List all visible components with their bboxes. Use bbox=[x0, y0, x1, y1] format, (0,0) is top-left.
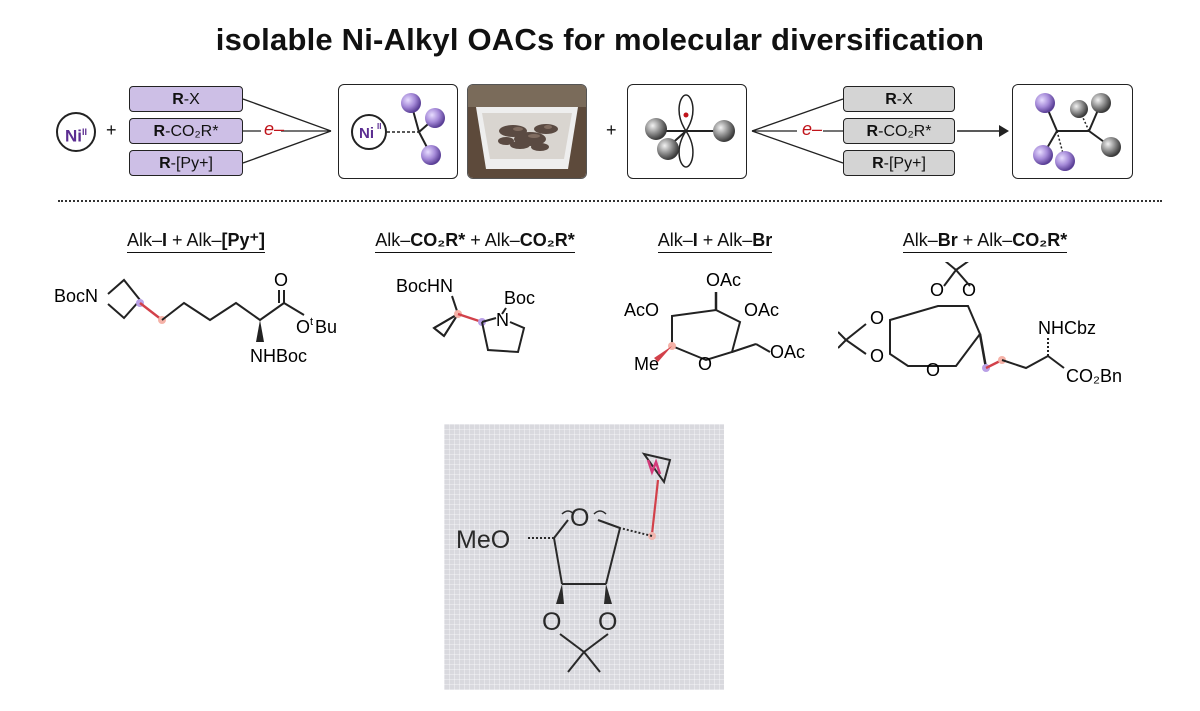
reagent-text: -[Py+] bbox=[170, 155, 213, 172]
example-label-3: Alk–I + Alk–Br bbox=[630, 230, 800, 253]
reagent-r: R bbox=[153, 123, 166, 140]
reagent-r: R bbox=[885, 91, 897, 108]
reagent-box-rpy: R-[Py+] bbox=[129, 150, 243, 176]
mol3-oac-far: OAc bbox=[770, 342, 805, 362]
label-part-bold: CO₂R* bbox=[410, 230, 466, 250]
handdrawn-molecule-photo: MeO O O O bbox=[444, 424, 724, 690]
reagent-text: -X bbox=[183, 91, 200, 108]
mol3-oac-right: OAc bbox=[744, 300, 779, 320]
reagent-box-rx-2: R-X bbox=[843, 86, 955, 112]
label-part: Alk– bbox=[375, 230, 411, 250]
molecule-4-structure: O O O O O NHCbz CO₂Bn bbox=[838, 262, 1122, 386]
label-part-bold: I bbox=[161, 230, 167, 250]
label-part: + Alk– bbox=[957, 230, 1013, 250]
mol4-co2bn: CO₂Bn bbox=[1066, 366, 1122, 386]
label-part-bold: I bbox=[692, 230, 698, 250]
ni-ii-circle: NiII bbox=[56, 112, 96, 152]
label-part: Alk– bbox=[126, 230, 162, 250]
label-part-bold: [Py⁺] bbox=[221, 230, 266, 250]
label-part: + Alk– bbox=[697, 230, 753, 250]
plus-sign: + bbox=[106, 120, 117, 140]
example-label-1: Alk–I + Alk–[Py⁺] bbox=[106, 230, 286, 253]
reagent-r: R bbox=[159, 155, 171, 172]
molecule-1-structure: BocN O O t Bu NHBoc bbox=[54, 270, 337, 366]
mol3-me: Me bbox=[634, 354, 659, 374]
section-divider bbox=[58, 200, 1162, 202]
ni-oxidation: II bbox=[81, 127, 87, 137]
label-part-bold: CO₂R* bbox=[1012, 230, 1068, 250]
mol4-nhcbz: NHCbz bbox=[1038, 318, 1096, 338]
electron-left: e– bbox=[264, 119, 285, 139]
label-part-bold: Br bbox=[937, 230, 958, 250]
mol3-aco: AcO bbox=[624, 300, 659, 320]
mol1-o: O bbox=[274, 270, 288, 290]
mol5-meo: MeO bbox=[456, 526, 510, 554]
example-label-2: Alk–CO₂R* + Alk–CO₂R* bbox=[350, 230, 600, 253]
reagent-box-rpy-2: R-[Py+] bbox=[843, 150, 955, 176]
reaction-arrow bbox=[957, 125, 1009, 137]
converge-lines-right bbox=[751, 98, 844, 164]
mol1-nhboc: NHBoc bbox=[250, 346, 307, 366]
reagent-text: -[Py+] bbox=[883, 155, 926, 172]
ni-alkyl-illustration: Ni II bbox=[351, 93, 445, 165]
molecule-2-structure: BocHN Boc N bbox=[396, 276, 535, 354]
mol5-o-left: O bbox=[542, 608, 561, 636]
label-part: Alk– bbox=[902, 230, 938, 250]
label-part: Alk– bbox=[657, 230, 693, 250]
cross-product-illustration bbox=[1033, 93, 1121, 171]
svg-text:Ni: Ni bbox=[359, 125, 374, 142]
ni-alkyl-panel: Ni II bbox=[338, 84, 458, 179]
label-part: + Alk– bbox=[465, 230, 520, 250]
reagent-box-rco2r-2: R-CO₂R* bbox=[843, 118, 955, 144]
mol5-o-right: O bbox=[598, 608, 617, 636]
ni-label: Ni bbox=[64, 126, 82, 146]
electron-right: e– bbox=[802, 119, 823, 139]
svg-text:II: II bbox=[377, 122, 381, 131]
solid-photo bbox=[467, 84, 587, 179]
label-part-bold: CO₂R* bbox=[519, 230, 575, 250]
converge-lines-left bbox=[243, 98, 332, 164]
mol2-boc: Boc bbox=[504, 288, 535, 308]
radical-illustration bbox=[645, 94, 735, 168]
cross-product-panel bbox=[1012, 84, 1133, 179]
molecule-3-structure: OAc AcO OAc OAc Me O bbox=[624, 270, 805, 374]
radical-panel bbox=[627, 84, 747, 179]
mol4-o1: O bbox=[930, 280, 944, 300]
reagent-text: -X bbox=[896, 91, 913, 108]
solid-photo-illustration bbox=[468, 85, 586, 178]
reagent-box-rx: R-X bbox=[129, 86, 243, 112]
figure-title: isolable Ni-Alkyl OACs for molecular div… bbox=[215, 22, 985, 57]
mol3-oac-top: OAc bbox=[706, 270, 741, 290]
mol1-t: t bbox=[310, 316, 313, 328]
reagent-text: -CO₂R* bbox=[878, 123, 932, 140]
mol4-ring-o: O bbox=[926, 360, 940, 380]
example-label-4: Alk–Br + Alk–CO₂R* bbox=[870, 230, 1100, 253]
mol1-o2: O bbox=[296, 317, 310, 337]
mol4-o3: O bbox=[870, 308, 884, 328]
reagent-box-rco2r: R-CO₂R* bbox=[129, 118, 243, 144]
mol1-bocn: BocN bbox=[54, 286, 98, 306]
mol3-ring-o: O bbox=[698, 354, 712, 374]
reagent-r: R bbox=[172, 91, 184, 108]
mol1-bu: Bu bbox=[315, 317, 337, 337]
reagent-r: R bbox=[866, 123, 879, 140]
mol2-bochn: BocHN bbox=[396, 276, 453, 296]
mol4-o2: O bbox=[962, 280, 976, 300]
mol2-n: N bbox=[496, 310, 509, 330]
reagent-r: R bbox=[872, 155, 884, 172]
plus-sign-2: + bbox=[606, 120, 617, 140]
label-part-bold: Br bbox=[752, 230, 773, 250]
reagent-text: -CO₂R* bbox=[165, 123, 219, 140]
label-part: + Alk– bbox=[166, 230, 222, 250]
mol5-ring-o: O bbox=[570, 504, 589, 532]
mol4-o4: O bbox=[870, 346, 884, 366]
molecule-5-structure: MeO O O O bbox=[456, 452, 672, 673]
